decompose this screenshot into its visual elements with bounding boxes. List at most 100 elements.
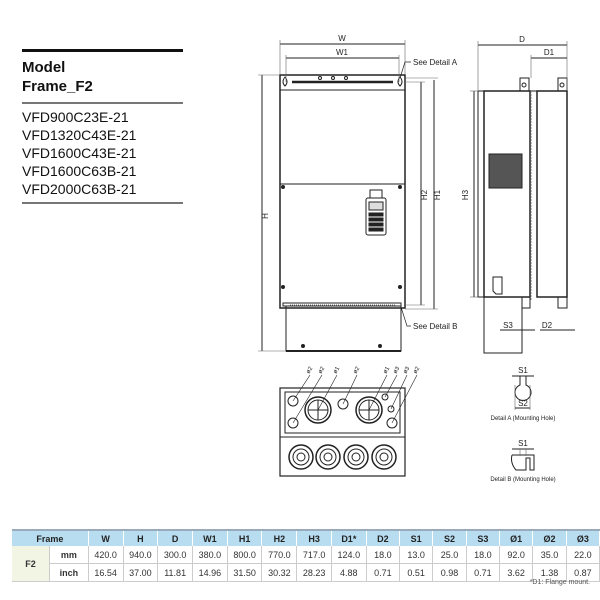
mid-rule [22, 102, 183, 104]
value-cell: 0.71 [366, 563, 401, 582]
label-h: H [261, 213, 270, 219]
conduit-plate [284, 391, 401, 434]
table-footnote: *D1: Flange mount. [529, 579, 590, 586]
label-o2: ø2 [413, 365, 422, 375]
model-block: Model Frame_F2 VFD900C23E-21 VFD1320C43E… [22, 49, 183, 204]
value-cell: 18.0 [366, 546, 401, 564]
value-cell: 30.32 [261, 563, 298, 582]
hole-o2 [287, 417, 299, 429]
value-cell: 0.71 [466, 563, 501, 582]
label-w: W [338, 34, 346, 43]
table-header-row: Frame W H D W1 H1 H2 H3 D1* D2 S1 S2 S3 … [12, 529, 600, 546]
hole-o3 [387, 405, 395, 413]
header-cell: Ø1 [499, 529, 534, 546]
bottom-view-leaders [292, 374, 418, 424]
value-cell: 4.88 [331, 563, 367, 582]
side-flange [477, 90, 485, 298]
header-cell: W [88, 529, 124, 546]
value-cell: 300.0 [157, 546, 194, 564]
bottom-tab [557, 297, 568, 309]
top-rule [22, 49, 183, 52]
unit-cell: mm [49, 546, 89, 564]
value-cell: 22.0 [566, 546, 600, 564]
header-cell: H [123, 529, 159, 546]
frame-cell: F2 [12, 546, 50, 582]
see-detail-b: See Detail B [413, 322, 457, 331]
label-h1: H1 [433, 189, 442, 200]
model-item: VFD900C23E-21 [22, 109, 129, 125]
detail-a-caption: Detail A (Mounting Hole) [491, 416, 556, 422]
value-cell: 28.23 [296, 563, 332, 582]
side-tab [557, 77, 568, 91]
value-cell: 380.0 [192, 546, 228, 564]
detail-b-s1: S1 [518, 439, 528, 448]
side-conduit-box [483, 296, 523, 354]
header-cell: H1 [227, 529, 263, 546]
value-cell: 35.0 [532, 546, 567, 564]
label-o2: ø2 [353, 365, 362, 375]
value-cell: 25.0 [432, 546, 467, 564]
label-d2: D2 [542, 321, 553, 330]
side-label-plate [488, 153, 523, 189]
top-hole [331, 76, 335, 80]
dimension-table: Frame W H D W1 H1 H2 H3 D1* D2 S1 S2 S3 … [12, 529, 600, 582]
value-cell: 14.96 [192, 563, 228, 582]
side-body-rear [536, 90, 568, 298]
side-view [470, 41, 575, 354]
detail-a-keyhole [512, 375, 534, 410]
top-hole [318, 76, 322, 80]
side-tab [519, 77, 530, 91]
side-body-front [483, 90, 531, 298]
see-detail-a: See Detail A [413, 58, 458, 67]
screw [281, 285, 285, 289]
value-cell: 1.38 [532, 563, 567, 582]
label-w1: W1 [336, 48, 349, 57]
top-hole [344, 76, 348, 80]
hole-o2 [337, 398, 349, 410]
bottom-rule [22, 202, 183, 204]
header-cell: W1 [192, 529, 228, 546]
value-cell: 940.0 [123, 546, 159, 564]
keyhole-right [397, 76, 403, 87]
value-cell: 92.0 [499, 546, 534, 564]
fan-icon [371, 444, 397, 470]
value-cell: 0.98 [432, 563, 467, 582]
table-row-inch: inch 16.54 37.00 11.81 14.96 31.50 30.32… [12, 563, 600, 582]
value-cell: 3.62 [499, 563, 534, 582]
model-title: Model Frame_F2 [22, 52, 183, 102]
screw [378, 344, 382, 348]
screw [281, 185, 285, 189]
header-cell: D2 [366, 529, 401, 546]
bottom-tab [521, 297, 531, 309]
unit-cell: inch [49, 563, 89, 582]
value-cell: 0.51 [399, 563, 434, 582]
model-item: VFD1600C43E-21 [22, 145, 137, 161]
value-cell: 770.0 [261, 546, 298, 564]
value-cell: 31.50 [227, 563, 263, 582]
label-o2: ø2 [318, 365, 327, 375]
value-cell: 800.0 [227, 546, 263, 564]
detail-b-leader [400, 306, 411, 327]
detail-a-s2: S2 [518, 399, 528, 408]
label-o1: ø1 [383, 365, 392, 375]
value-cell: 0.87 [566, 563, 600, 582]
screw [398, 185, 402, 189]
keyhole-left [282, 76, 288, 87]
hole-o2 [287, 395, 299, 407]
value-cell: 16.54 [88, 563, 124, 582]
header-cell: S3 [466, 529, 501, 546]
header-cell: Ø2 [532, 529, 567, 546]
model-item: VFD1320C43E-21 [22, 127, 137, 143]
hole-o3 [381, 393, 389, 401]
label-o2: ø2 [306, 365, 315, 375]
header-cell: D [157, 529, 194, 546]
fan-icon [343, 444, 369, 470]
value-cell: 717.0 [296, 546, 332, 564]
label-d: D [519, 35, 525, 44]
table-row-mm: F2 mm 420.0 940.0 300.0 380.0 800.0 770.… [12, 546, 600, 582]
value-cell: 13.0 [399, 546, 434, 564]
label-h3: H3 [461, 189, 470, 200]
frame-heading: Frame_F2 [22, 78, 93, 95]
value-cell: 420.0 [88, 546, 124, 564]
label-h2: H2 [420, 189, 429, 200]
